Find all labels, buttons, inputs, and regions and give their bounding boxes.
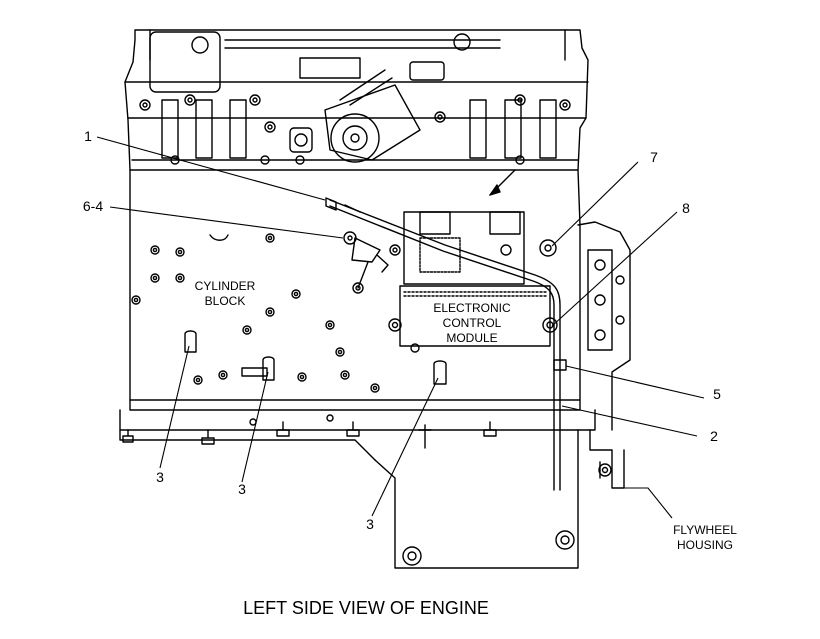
valve-cover [124, 29, 589, 196]
flywheel-housing-label-line2: HOUSING [677, 538, 733, 552]
figure-caption: LEFT SIDE VIEW OF ENGINE [243, 598, 489, 618]
callout-2: 2 [710, 428, 718, 444]
diagram-labels: CYLINDER BLOCK ELECTRONIC CONTROL MODULE… [83, 128, 737, 618]
flywheel-housing [577, 221, 631, 489]
leader-1 [96, 136, 326, 201]
leader-lines [96, 136, 705, 519]
callout-3-right: 3 [366, 516, 374, 532]
leader-3-middle [241, 371, 269, 483]
leader-flywheel [620, 487, 673, 519]
ecm-label-line1: ELECTRONIC [433, 301, 511, 315]
cylinder-block-label-line2: BLOCK [205, 294, 246, 308]
cylinder-block-label-line1: CYLINDER [195, 279, 256, 293]
leader-8 [551, 211, 678, 327]
flywheel-housing-label-line1: FLYWHEEL [673, 523, 737, 537]
callout-7: 7 [650, 149, 658, 165]
callout-5: 5 [713, 386, 721, 402]
leader-3-left [159, 345, 190, 469]
callout-3-left: 3 [156, 469, 164, 485]
callout-8: 8 [682, 200, 690, 216]
oil-pan [119, 429, 579, 569]
ecm-label-line3: MODULE [446, 331, 497, 345]
callout-3-middle: 3 [238, 481, 246, 497]
leader-6-4 [109, 206, 344, 239]
tube-assembly [325, 197, 567, 491]
callout-6-4: 6-4 [83, 198, 103, 214]
leader-2 [561, 405, 698, 437]
ecm-assembly [343, 211, 557, 353]
ecm-label-line2: CONTROL [443, 316, 502, 330]
leader-7 [551, 161, 639, 247]
leader-5 [565, 365, 705, 399]
callout-1: 1 [84, 128, 92, 144]
leader-3-right [371, 377, 439, 517]
